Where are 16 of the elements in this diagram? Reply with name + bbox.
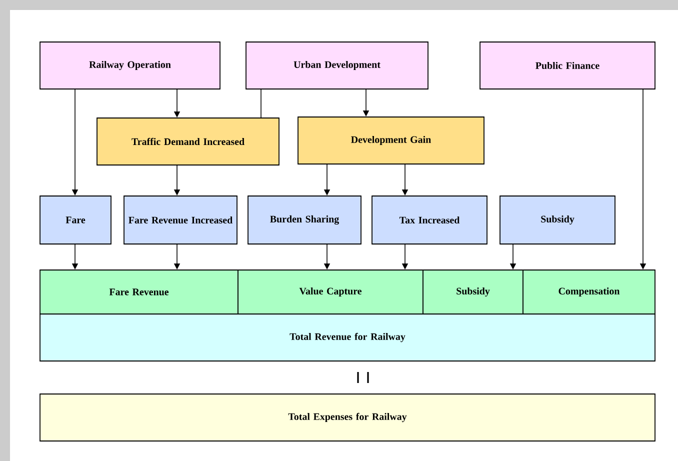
process-box: Traffic Demand Increased	[96, 118, 280, 166]
process-box: Public Finance	[480, 42, 656, 90]
process-box: Fare Revenue Increased	[124, 196, 238, 244]
process-box: Development Gain	[298, 116, 484, 164]
process-box: Tax Increased	[372, 196, 488, 244]
table-cell: Value Capture	[238, 270, 424, 314]
result-box: Total Expenses for Railway	[40, 394, 656, 442]
table-cell: Compensation	[522, 270, 656, 314]
process-box: Railway Operation	[40, 42, 220, 90]
table-cell: Fare Revenue	[40, 270, 238, 314]
process-box: Subsidy	[500, 196, 616, 244]
table-cell: Subsidy	[422, 270, 524, 314]
process-box: Burden Sharing	[248, 196, 362, 244]
process-box: Fare	[40, 196, 112, 244]
process-box: Urban Development	[246, 42, 428, 90]
table-cell: Total Revenue for Railway	[40, 314, 656, 362]
